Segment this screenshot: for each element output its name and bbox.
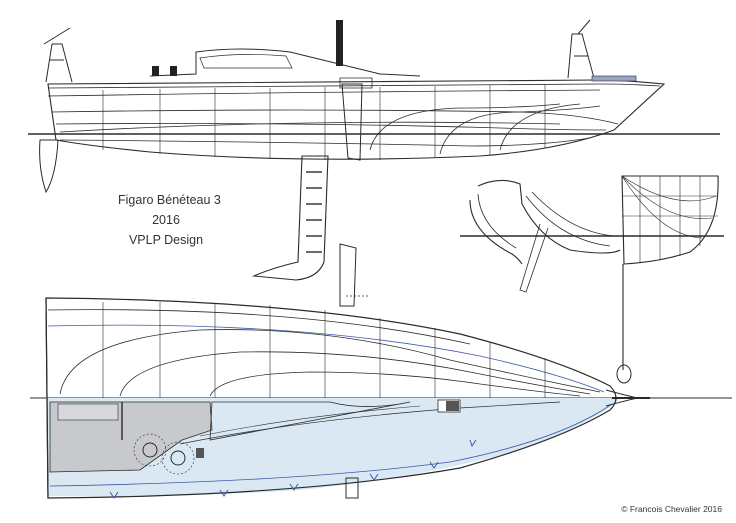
plan-view — [30, 243, 732, 499]
traveller-block — [196, 448, 204, 458]
body-plan-right-sections — [621, 175, 719, 265]
buttock-line-2 — [55, 123, 607, 131]
hull-plan-outline — [45, 297, 617, 499]
deck-band — [47, 89, 601, 97]
coachroof-window — [199, 54, 293, 69]
foil-case-plan — [339, 243, 357, 307]
coachroof-plan — [209, 401, 411, 441]
mast-base — [336, 20, 343, 66]
side-profile — [28, 19, 720, 281]
plan-stations-upper — [102, 302, 546, 398]
foil-profile — [341, 83, 363, 161]
rudder-profile — [39, 139, 59, 194]
stern-pulpit — [43, 27, 73, 83]
winches-plan — [133, 433, 195, 475]
foil-case-lower — [345, 477, 359, 499]
deck-hardware — [339, 77, 373, 89]
keel-ticks — [306, 171, 322, 253]
plan-buttock-upper — [47, 309, 471, 345]
deck-toerail-blue — [49, 403, 613, 487]
coachroof — [149, 48, 421, 77]
buttock-line-3 — [59, 137, 591, 147]
body-plan-foil-hull — [477, 179, 621, 254]
title-block: Figaro Bénéteau 3 2016 VPLP Design — [118, 190, 221, 250]
body-plan-right-grid — [621, 175, 718, 262]
body-plan-foil-arm-inner — [477, 193, 517, 249]
plan-waterline-2 — [59, 329, 601, 395]
transom-line — [45, 297, 49, 499]
plan-waterline-1 — [47, 324, 605, 393]
body-plan — [460, 175, 724, 384]
winches — [152, 66, 177, 76]
profile-stations — [102, 84, 546, 160]
cockpit-bench — [57, 403, 119, 421]
plan-waterline-4 — [209, 371, 581, 397]
forehatch-shade — [446, 401, 459, 411]
designer-name: VPLP Design — [128, 233, 204, 247]
bow-pulpit — [567, 19, 595, 79]
copyright-credit: © Francois Chevalier 2016 — [621, 504, 722, 514]
body-plan-foil-strut — [519, 223, 549, 293]
deck-line-inner — [179, 401, 561, 445]
deck-line-inner-2 — [199, 405, 421, 437]
sheer-line — [47, 83, 661, 89]
profile-curve-c — [499, 103, 581, 151]
rabbet-line — [59, 121, 561, 133]
keel-bulb-section — [616, 364, 632, 384]
buttock-line-1 — [51, 109, 619, 125]
profile-curve-b — [439, 105, 601, 155]
keel-fin — [251, 155, 329, 281]
bowsprit — [591, 75, 637, 82]
design-year: 2016 — [152, 213, 180, 227]
boat-name: Figaro Bénéteau 3 — [118, 193, 221, 207]
plan-waterline-3 — [119, 351, 591, 397]
body-plan-foil-arm — [469, 199, 523, 265]
body-plan-section-curves — [525, 191, 615, 247]
stanchion-marks — [109, 439, 477, 499]
hull-profile-outline — [47, 79, 666, 160]
profile-curve-a — [369, 103, 561, 151]
